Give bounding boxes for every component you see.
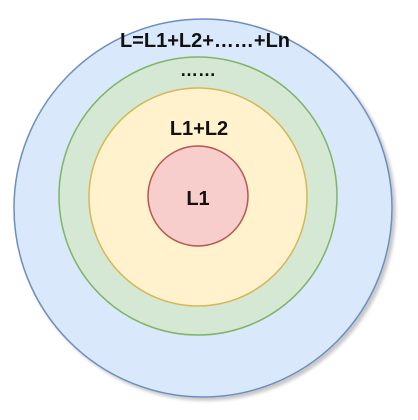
inner-circle-l1: [147, 145, 249, 247]
label-l1: L1: [186, 188, 209, 210]
label-outer: L=L1+L2+……+Ln: [120, 30, 290, 52]
label-ellipsis: ……: [180, 60, 216, 80]
label-l1-l2: L1+L2: [170, 118, 228, 140]
circle-group: [13, 18, 393, 398]
